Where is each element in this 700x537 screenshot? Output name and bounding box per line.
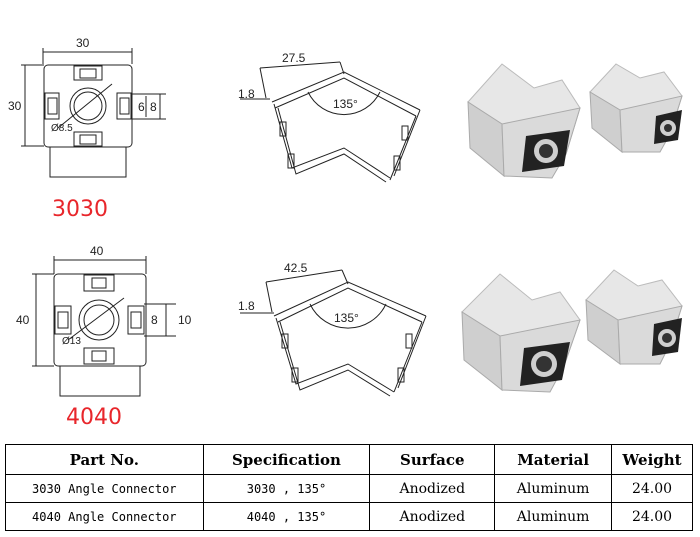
table-header-row: Part No. Specification Surface Material …: [5, 444, 693, 475]
dim-hole-3030: Ø8.5: [51, 123, 73, 134]
cell-material: Aluminum: [494, 502, 613, 531]
header-surface: Surface: [369, 444, 496, 475]
front-view-4040: 40 40 8 10 Ø13: [16, 244, 192, 397]
product-photo-4040-small: [585, 269, 683, 366]
dim-slot-b-4040: 10: [178, 313, 192, 327]
dim-angle-3030: 135°: [333, 97, 358, 111]
cell-specification: 4040 , 135°: [202, 502, 371, 531]
cell-material: Aluminum: [494, 474, 613, 503]
table-row: 3030 Angle Connector 3030 , 135° Anodize…: [5, 474, 693, 503]
cell-specification: 3030 , 135°: [202, 474, 371, 503]
product-photo-3030-large: [467, 63, 581, 179]
dim-thickness-3030: 1.8: [238, 87, 255, 101]
product-photo-3030-small: [589, 63, 683, 154]
cell-weight: 24.00: [611, 474, 693, 503]
product-photo-4040-large: [461, 273, 581, 393]
cell-surface: Anodized: [369, 474, 496, 503]
dim-slot-b-3030: 8: [150, 100, 157, 114]
cell-weight: 24.00: [611, 502, 693, 531]
top-view-3030: 27.5 1.8 135°: [238, 51, 421, 183]
cell-part-no: 4040 Angle Connector: [5, 502, 204, 531]
model-label-4040: 4040: [66, 405, 122, 430]
dim-thickness-4040: 1.8: [238, 299, 255, 313]
header-part-no: Part No.: [5, 444, 204, 475]
top-view-4040: 42.5 1.8 135°: [238, 261, 427, 397]
dim-slot-a-4040: 8: [151, 313, 158, 327]
dim-angle-4040: 135°: [334, 311, 359, 325]
header-weight: Weight: [611, 444, 693, 475]
dim-hole-4040: Ø13: [62, 336, 81, 347]
dim-height-4040: 40: [16, 313, 30, 327]
dim-slot-a-3030: 6: [138, 100, 145, 114]
header-material: Material: [494, 444, 613, 475]
front-view-3030: 30 30 6 8 Ø8.5: [8, 36, 166, 178]
header-specification: Specification: [202, 444, 371, 475]
cell-part-no: 3030 Angle Connector: [5, 474, 204, 503]
spec-table: Part No. Specification Surface Material …: [5, 444, 693, 531]
cell-surface: Anodized: [369, 502, 496, 531]
dim-width-4040: 40: [90, 244, 104, 258]
table-row: 4040 Angle Connector 4040 , 135° Anodize…: [5, 502, 693, 531]
model-label-3030: 3030: [52, 197, 108, 222]
dim-height-3030: 30: [8, 99, 22, 113]
dim-arm-4040: 42.5: [284, 261, 308, 275]
dim-width-3030: 30: [76, 36, 90, 50]
dim-arm-3030: 27.5: [282, 51, 306, 65]
